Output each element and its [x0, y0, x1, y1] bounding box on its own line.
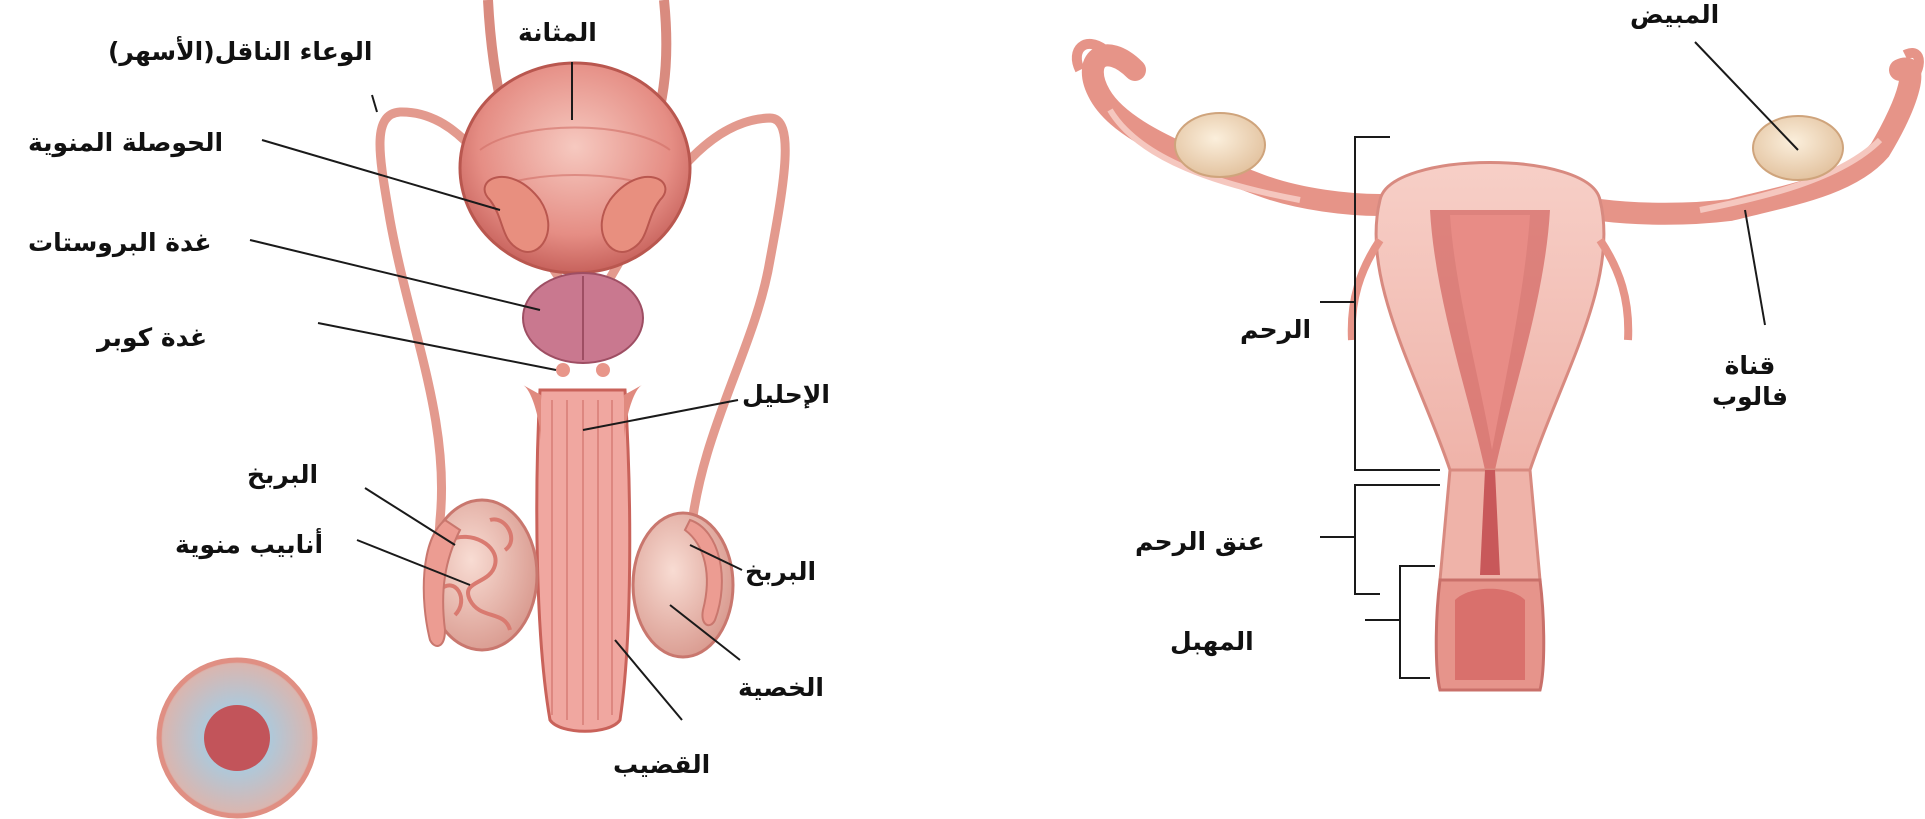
ovary-right	[1753, 116, 1843, 180]
label-fallopian-line2: فالوب	[1712, 381, 1788, 412]
label-fallopian-line1: قناة	[1712, 350, 1788, 381]
male-system	[159, 0, 785, 816]
label-urethra: الإحليل	[742, 380, 830, 410]
label-penis: القضيب	[613, 750, 710, 780]
bladder	[460, 63, 690, 273]
label-seminiferous-tubules: أنابيب منوية	[175, 530, 323, 560]
label-ovary: المبيض	[1630, 0, 1719, 30]
label-prostate: غدة البروستات	[28, 228, 212, 258]
vagina-bracket	[1400, 566, 1435, 678]
label-uterus: الرحم	[1240, 315, 1311, 345]
label-vas-deferens: الوعاء الناقل(الأسهر)	[108, 37, 373, 67]
label-epididymis-right: البربخ	[745, 557, 816, 587]
female-system	[1077, 42, 1919, 690]
label-cowper-gland: غدة كوبر	[97, 323, 207, 353]
label-testis: الخصية	[738, 673, 824, 703]
label-bladder: المثانة	[518, 18, 597, 48]
label-seminal-vesicle: الحوصلة المنوية	[28, 128, 223, 158]
label-vagina: المهبل	[1170, 627, 1254, 657]
ovary-left	[1175, 113, 1265, 177]
cervix-bracket	[1355, 485, 1440, 594]
label-epididymis-left: البربخ	[247, 460, 318, 490]
label-cervix: عنق الرحم	[1135, 527, 1265, 557]
label-fallopian-tube: قناة فالوب	[1712, 350, 1788, 413]
